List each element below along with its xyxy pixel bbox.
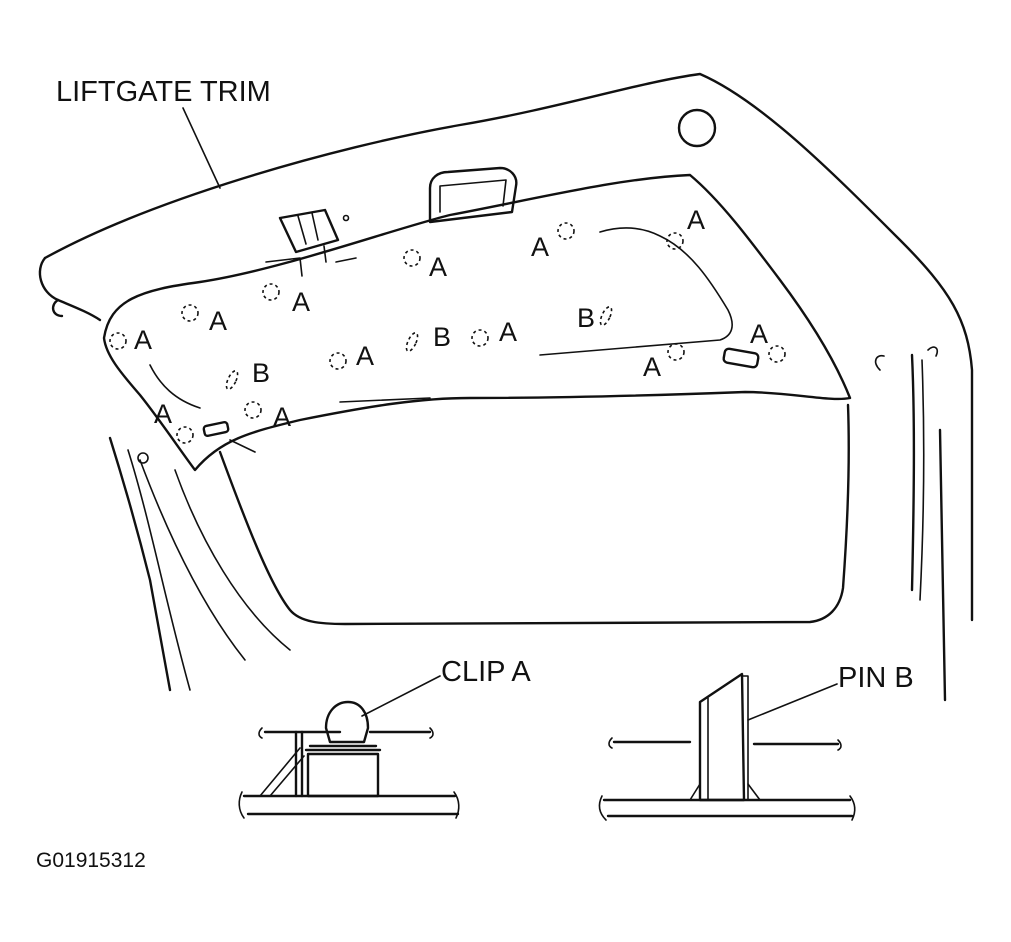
clip-a-marker-labels: A A A A A A A A A A A A: [134, 205, 768, 432]
pin-b-marker-labels: B B B: [252, 303, 595, 388]
marker-a: A: [429, 252, 447, 282]
marker-a: A: [531, 232, 549, 262]
marker-a: A: [292, 287, 310, 317]
marker-b: B: [433, 322, 451, 352]
clip-a-label: CLIP A: [441, 656, 531, 688]
marker-b: B: [252, 358, 270, 388]
glass-opening: [218, 403, 850, 626]
pin-b-detail: PIN B: [598, 662, 914, 821]
trim-slots: [202, 347, 760, 438]
liftgate-trim-callout: LIFTGATE TRIM: [56, 76, 271, 189]
liftgate-trim-label: LIFTGATE TRIM: [56, 76, 271, 108]
marker-a: A: [134, 325, 152, 355]
marker-a: A: [750, 319, 768, 349]
marker-a: A: [356, 341, 374, 371]
side-frame: [108, 346, 947, 702]
marker-a: A: [209, 306, 227, 336]
marker-a: A: [643, 352, 661, 382]
clip-a-detail: CLIP A: [238, 656, 531, 819]
marker-a: A: [499, 317, 517, 347]
marker-b: B: [577, 303, 595, 333]
latch-bracket: [265, 208, 357, 277]
pin-b-locations: [225, 305, 613, 391]
liftgate-trim-panel: [102, 173, 852, 472]
marker-a: A: [687, 205, 705, 235]
clip-a-locations: [109, 222, 786, 444]
pin-b-label: PIN B: [838, 662, 914, 694]
figure-code: G01915312: [36, 849, 146, 872]
marker-a: A: [154, 399, 172, 429]
marker-a: A: [273, 402, 291, 432]
trim-handle: [428, 166, 518, 224]
liftgate-body: [38, 72, 974, 622]
